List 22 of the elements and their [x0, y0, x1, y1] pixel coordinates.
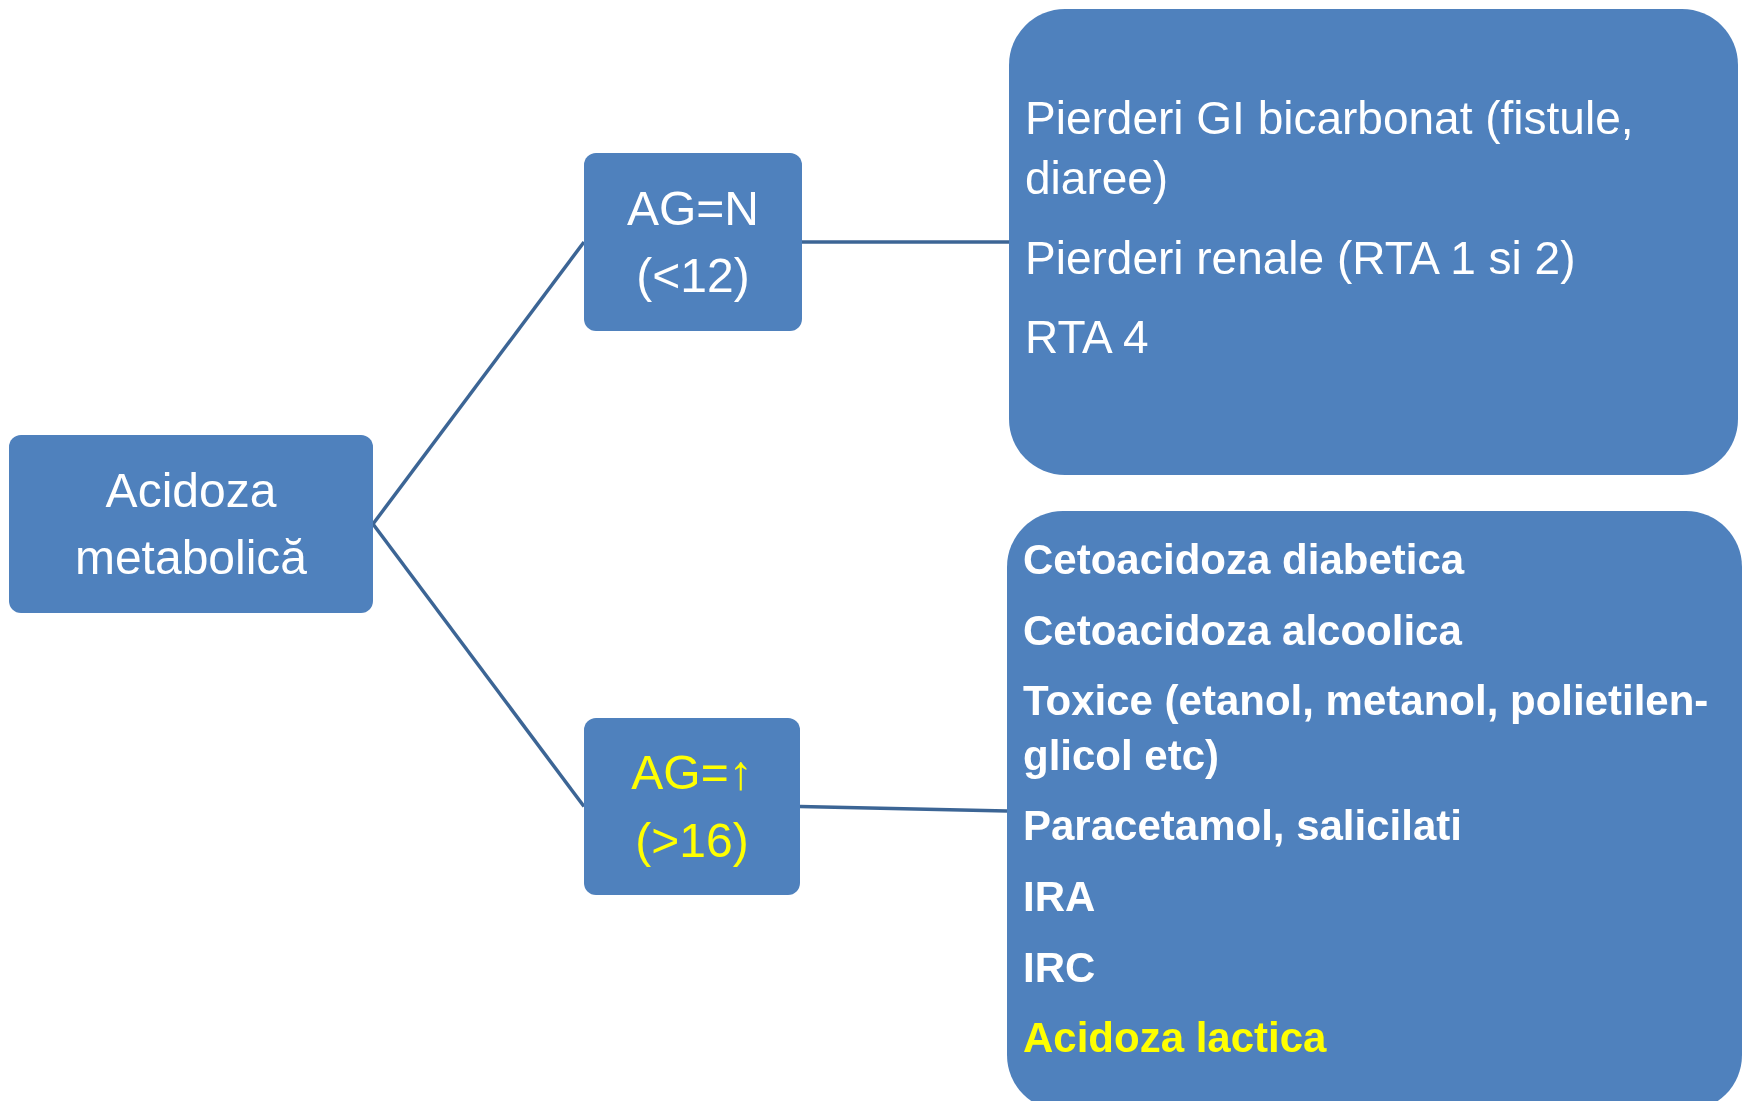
- connector-line: [799, 804, 1008, 813]
- list-item: Cetoacidoza alcoolica: [1023, 605, 1463, 656]
- connector-line: [371, 240, 586, 526]
- list-item: RTA 4: [1025, 310, 1150, 366]
- node-label: AG=N (<12): [625, 180, 760, 304]
- connector-line: [371, 522, 586, 808]
- process-box: [584, 718, 800, 895]
- node-label: AG=↑ (>16): [630, 745, 754, 869]
- process-box: [584, 153, 802, 331]
- list-item: Pierderi renale (RTA 1 si 2): [1025, 230, 1577, 286]
- connector-line: [802, 240, 1009, 244]
- list-item: Acidoza lactica: [1023, 1013, 1328, 1064]
- process-box: [9, 435, 373, 613]
- list-item: Paracetamol, salicilati: [1023, 801, 1463, 852]
- cause-list-box: [1009, 9, 1738, 475]
- cause-list-box: [1007, 511, 1742, 1101]
- list-item: Cetoacidoza diabetica: [1023, 535, 1466, 585]
- list-item: IRC: [1023, 942, 1097, 993]
- list-item: IRA: [1023, 871, 1097, 922]
- list-item: Toxice (etanol, metanol, polietilen-glicol etc): [1023, 676, 1710, 781]
- node-label: Acidoza metabolică: [73, 462, 309, 586]
- list-item: Pierderi GI bicarbonat (fistule, diaree): [1025, 91, 1635, 206]
